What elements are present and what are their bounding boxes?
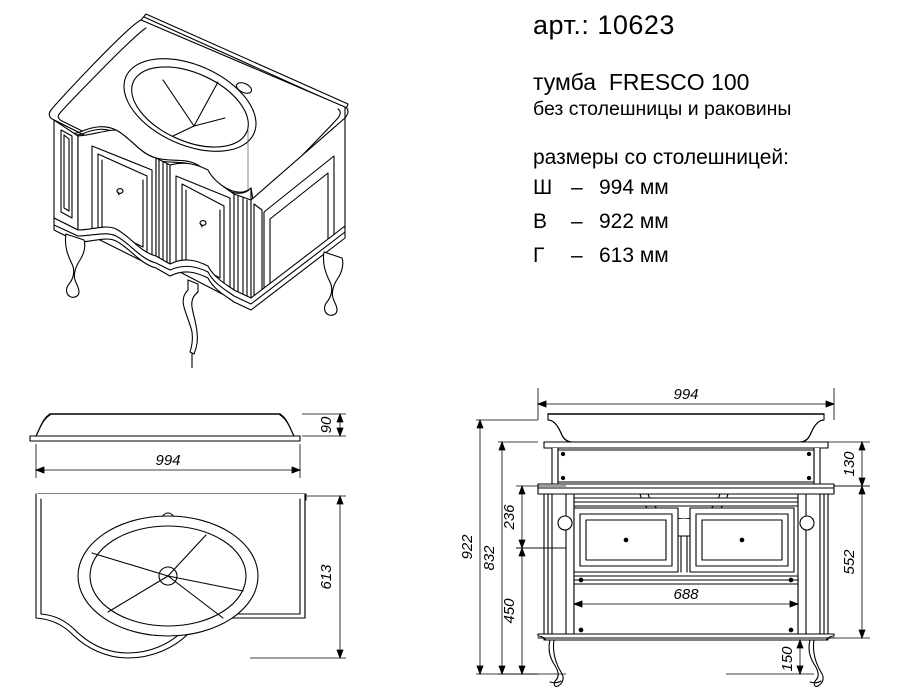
isometric-view: [48, 13, 349, 368]
product-subtitle: без столешницы и раковины: [533, 98, 792, 120]
top-view-dim-994: 994: [155, 452, 180, 469]
article-line: арт.: 10623: [533, 8, 903, 42]
product-type: тумба: [533, 69, 597, 95]
front-view-dim-150: 150: [779, 646, 796, 672]
dimension-row-height: В – 922 мм: [533, 205, 903, 239]
front-view-dim-832: 832: [481, 545, 498, 571]
dimension-dash-width: –: [571, 176, 583, 199]
dimension-row-depth: Г – 613 мм: [533, 239, 903, 273]
dimension-value-depth: 613 мм: [599, 244, 669, 267]
front-view: 994 922 832 236 450 130 552 688 150: [462, 386, 870, 687]
article-label: арт.:: [533, 10, 590, 40]
dimension-value-height: 922 мм: [599, 210, 669, 233]
article-number: 10623: [597, 10, 675, 40]
dimension-key-depth: Г: [533, 244, 545, 267]
front-view-dim-450: 450: [501, 598, 518, 624]
specification-text-block: арт.: 10623 тумба FRESCO 100 без столешн…: [533, 8, 903, 273]
dimension-dash-height: –: [571, 210, 583, 233]
front-view-dim-922: 922: [462, 534, 476, 560]
dimension-key-height: В: [533, 210, 548, 233]
front-view-dim-130: 130: [841, 451, 858, 477]
dimension-value-width: 994 мм: [599, 176, 669, 199]
dimensions-heading: размеры со столешницей:: [533, 146, 789, 169]
front-view-dim-994: 994: [673, 386, 698, 403]
top-view: 994 90 613: [29, 412, 346, 660]
dimension-row-width: Ш – 994 мм: [533, 171, 903, 205]
product-model: FRESCO 100: [608, 69, 750, 95]
front-view-dim-688: 688: [673, 586, 699, 603]
front-view-dim-236: 236: [501, 504, 518, 531]
product-title: тумба FRESCO 100: [533, 68, 903, 97]
dimension-dash-depth: –: [571, 244, 583, 267]
top-view-dim-613: 613: [318, 564, 335, 590]
top-view-dim-90: 90: [318, 416, 335, 433]
front-view-dim-552: 552: [841, 549, 858, 575]
dimension-key-width: Ш: [533, 176, 553, 199]
